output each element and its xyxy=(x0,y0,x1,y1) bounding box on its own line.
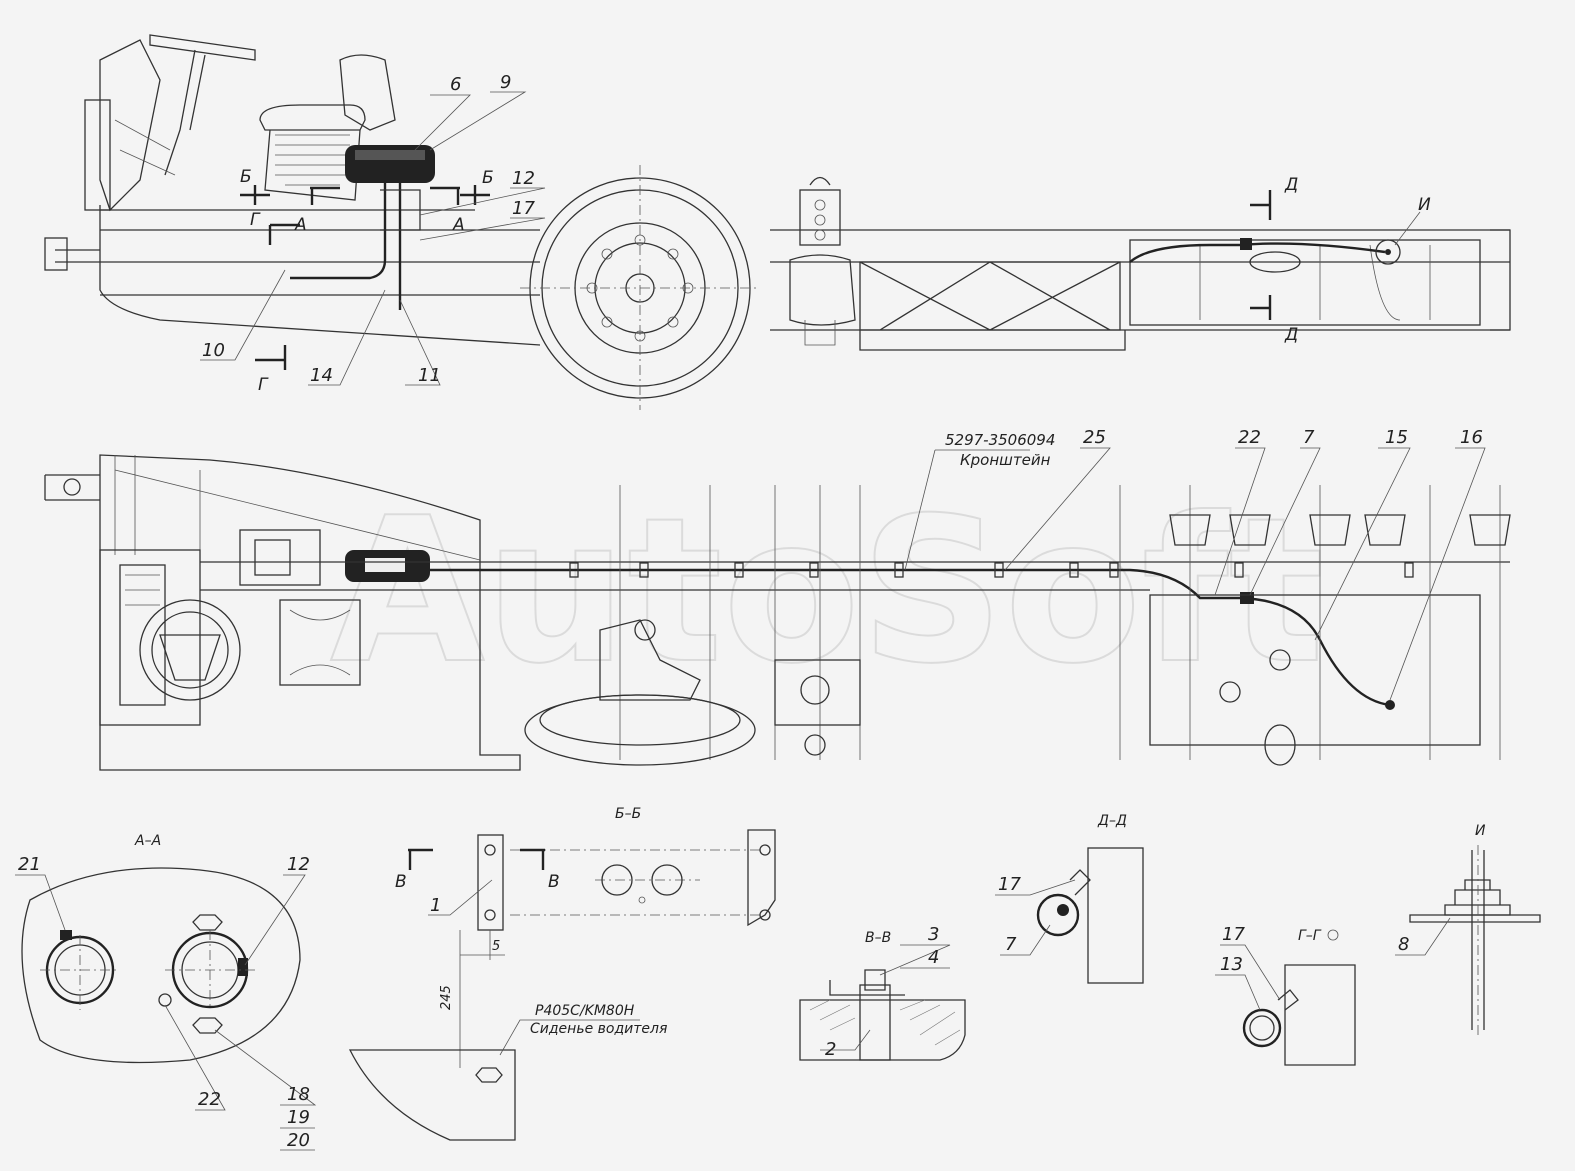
plan-view: 5297-3506094 Кронштейн 25 22 7 15 16 xyxy=(44,427,1511,771)
seat-model: P405C/KM80H xyxy=(535,1003,635,1019)
callout-22-aa: 22 xyxy=(198,1089,221,1110)
view-title-v-v: В–В xyxy=(865,930,891,946)
view-title-g-g: Г–Г xyxy=(1298,928,1322,944)
dim-245: 245 xyxy=(439,985,454,1010)
side-view: Б Б А А Г Г Д Д И 6 9 12 17 10 14 11 xyxy=(44,34,1511,410)
view-title-d-d: Д–Д xyxy=(1097,813,1127,829)
section-d-d: Д–Д 17 7 xyxy=(995,813,1144,984)
callout-7-dd: 7 xyxy=(1005,934,1017,955)
callout-19: 19 xyxy=(287,1107,310,1128)
callout-12-aa: 12 xyxy=(287,854,310,875)
seat-name: Сиденье водителя xyxy=(530,1021,667,1037)
suspension-bracket xyxy=(789,176,856,346)
fuel-tank xyxy=(1129,229,1511,331)
callout-8: 8 xyxy=(1398,934,1409,955)
callout-1: 1 xyxy=(430,895,441,916)
section-a-right: А xyxy=(452,215,465,235)
section-g-g: Г–Г 17 13 xyxy=(1215,924,1356,1066)
callout-17-gg: 17 xyxy=(1222,924,1245,945)
callout-18: 18 xyxy=(287,1084,310,1105)
section-v-right: В xyxy=(548,872,560,892)
section-g-top: Г xyxy=(250,210,261,230)
callout-4: 4 xyxy=(928,947,939,968)
watermark: AutoSoft xyxy=(330,475,1324,708)
callout-3: 3 xyxy=(928,924,939,945)
section-v-v: В–В 3 4 2 xyxy=(799,924,966,1061)
view-title-a-a: А–А xyxy=(134,833,161,849)
callout-2: 2 xyxy=(825,1039,836,1060)
callout-11: 11 xyxy=(418,365,441,386)
clamp-row xyxy=(569,562,1414,578)
section-b-b: Б–Б В В 1 245 5 P405C/KM80H Сиденье води… xyxy=(348,806,776,1141)
bracket-part-number: 5297-3506094 xyxy=(945,431,1055,449)
view-title-b-b: Б–Б xyxy=(615,806,641,822)
callout-15: 15 xyxy=(1385,427,1408,448)
section-b-right: Б xyxy=(482,168,494,188)
section-g-bottom: Г xyxy=(258,375,269,395)
section-i-mark: И xyxy=(1418,195,1431,215)
callout-14: 14 xyxy=(310,365,333,386)
section-b-left: Б xyxy=(240,167,252,187)
section-d-top: Д xyxy=(1284,175,1298,195)
callout-17-top: 17 xyxy=(512,198,535,219)
callout-17-dd: 17 xyxy=(998,874,1021,895)
steering-column xyxy=(84,34,256,212)
section-d-bottom: Д xyxy=(1284,325,1298,345)
section-a-left: А xyxy=(294,215,307,235)
callout-13: 13 xyxy=(1220,954,1243,975)
section-v-left: В xyxy=(395,872,407,892)
callout-6: 6 xyxy=(450,74,461,95)
front-wheel xyxy=(520,165,760,410)
callout-16: 16 xyxy=(1460,427,1483,448)
dim-5: 5 xyxy=(492,939,500,954)
callout-9: 9 xyxy=(500,72,511,93)
air-receiver xyxy=(290,145,435,310)
view-title-i: И xyxy=(1475,823,1486,839)
callout-20: 20 xyxy=(287,1130,310,1151)
callout-21: 21 xyxy=(18,854,41,875)
callout-22-plan: 22 xyxy=(1238,427,1261,448)
callout-10: 10 xyxy=(202,340,225,361)
callout-25: 25 xyxy=(1083,427,1106,448)
callout-7-plan: 7 xyxy=(1303,427,1315,448)
callout-12-top: 12 xyxy=(512,168,535,189)
view-i: И 8 xyxy=(1395,823,1541,1035)
section-a-a: А–А 21 12 22 18 19 20 xyxy=(15,833,317,1151)
bracket-name: Кронштейн xyxy=(960,451,1051,469)
driver-seat xyxy=(259,54,396,201)
